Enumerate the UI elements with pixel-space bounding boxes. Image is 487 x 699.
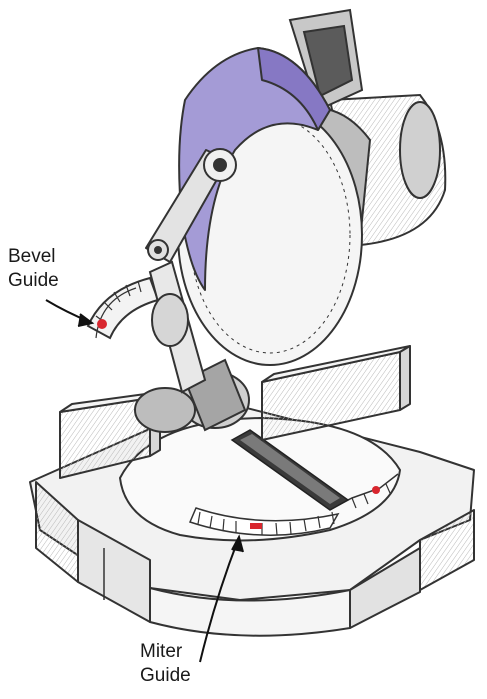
bevel-indicator: [97, 319, 107, 329]
bevel-guide-label: Bevel Guide: [8, 245, 59, 293]
miter-guide-label: Miter Guide: [140, 640, 191, 688]
bevel-guide-label-line2: Guide: [8, 269, 59, 293]
miter-guide-label-line1: Miter: [140, 640, 191, 664]
bevel-arrow: [46, 300, 92, 326]
miter-lock-indicator: [372, 486, 380, 494]
miter-indicator: [250, 523, 262, 529]
bevel-guide-label-line1: Bevel: [8, 245, 59, 269]
bevel-scale: [88, 278, 158, 338]
miter-guide-label-line2: Guide: [140, 664, 191, 688]
